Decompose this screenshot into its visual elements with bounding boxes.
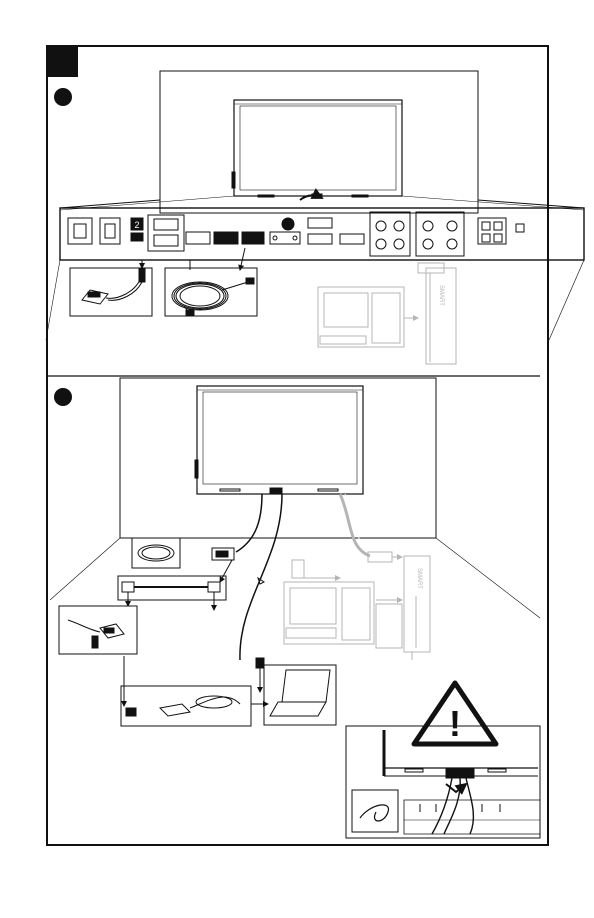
connector-panel: 2 <box>60 208 584 260</box>
display-front-view <box>232 100 402 200</box>
warning-section: ! <box>346 683 540 838</box>
faded-computer-1: SMART <box>318 263 456 364</box>
laptop <box>256 658 336 725</box>
display-front-view-2 <box>195 386 363 494</box>
panel-1: 2 <box>46 71 584 364</box>
faded-computer-2: SMART <box>284 552 430 660</box>
usb-extender-box-1 <box>82 260 145 304</box>
hdmi-cable-coil <box>172 278 254 316</box>
faded-computer-brand: SMART <box>416 568 422 589</box>
warning-symbol: ! <box>449 703 461 744</box>
faded-display-brand: SMART <box>438 285 444 306</box>
panel-2: SMART <box>50 378 540 726</box>
port-number-label: 2 <box>134 220 139 230</box>
